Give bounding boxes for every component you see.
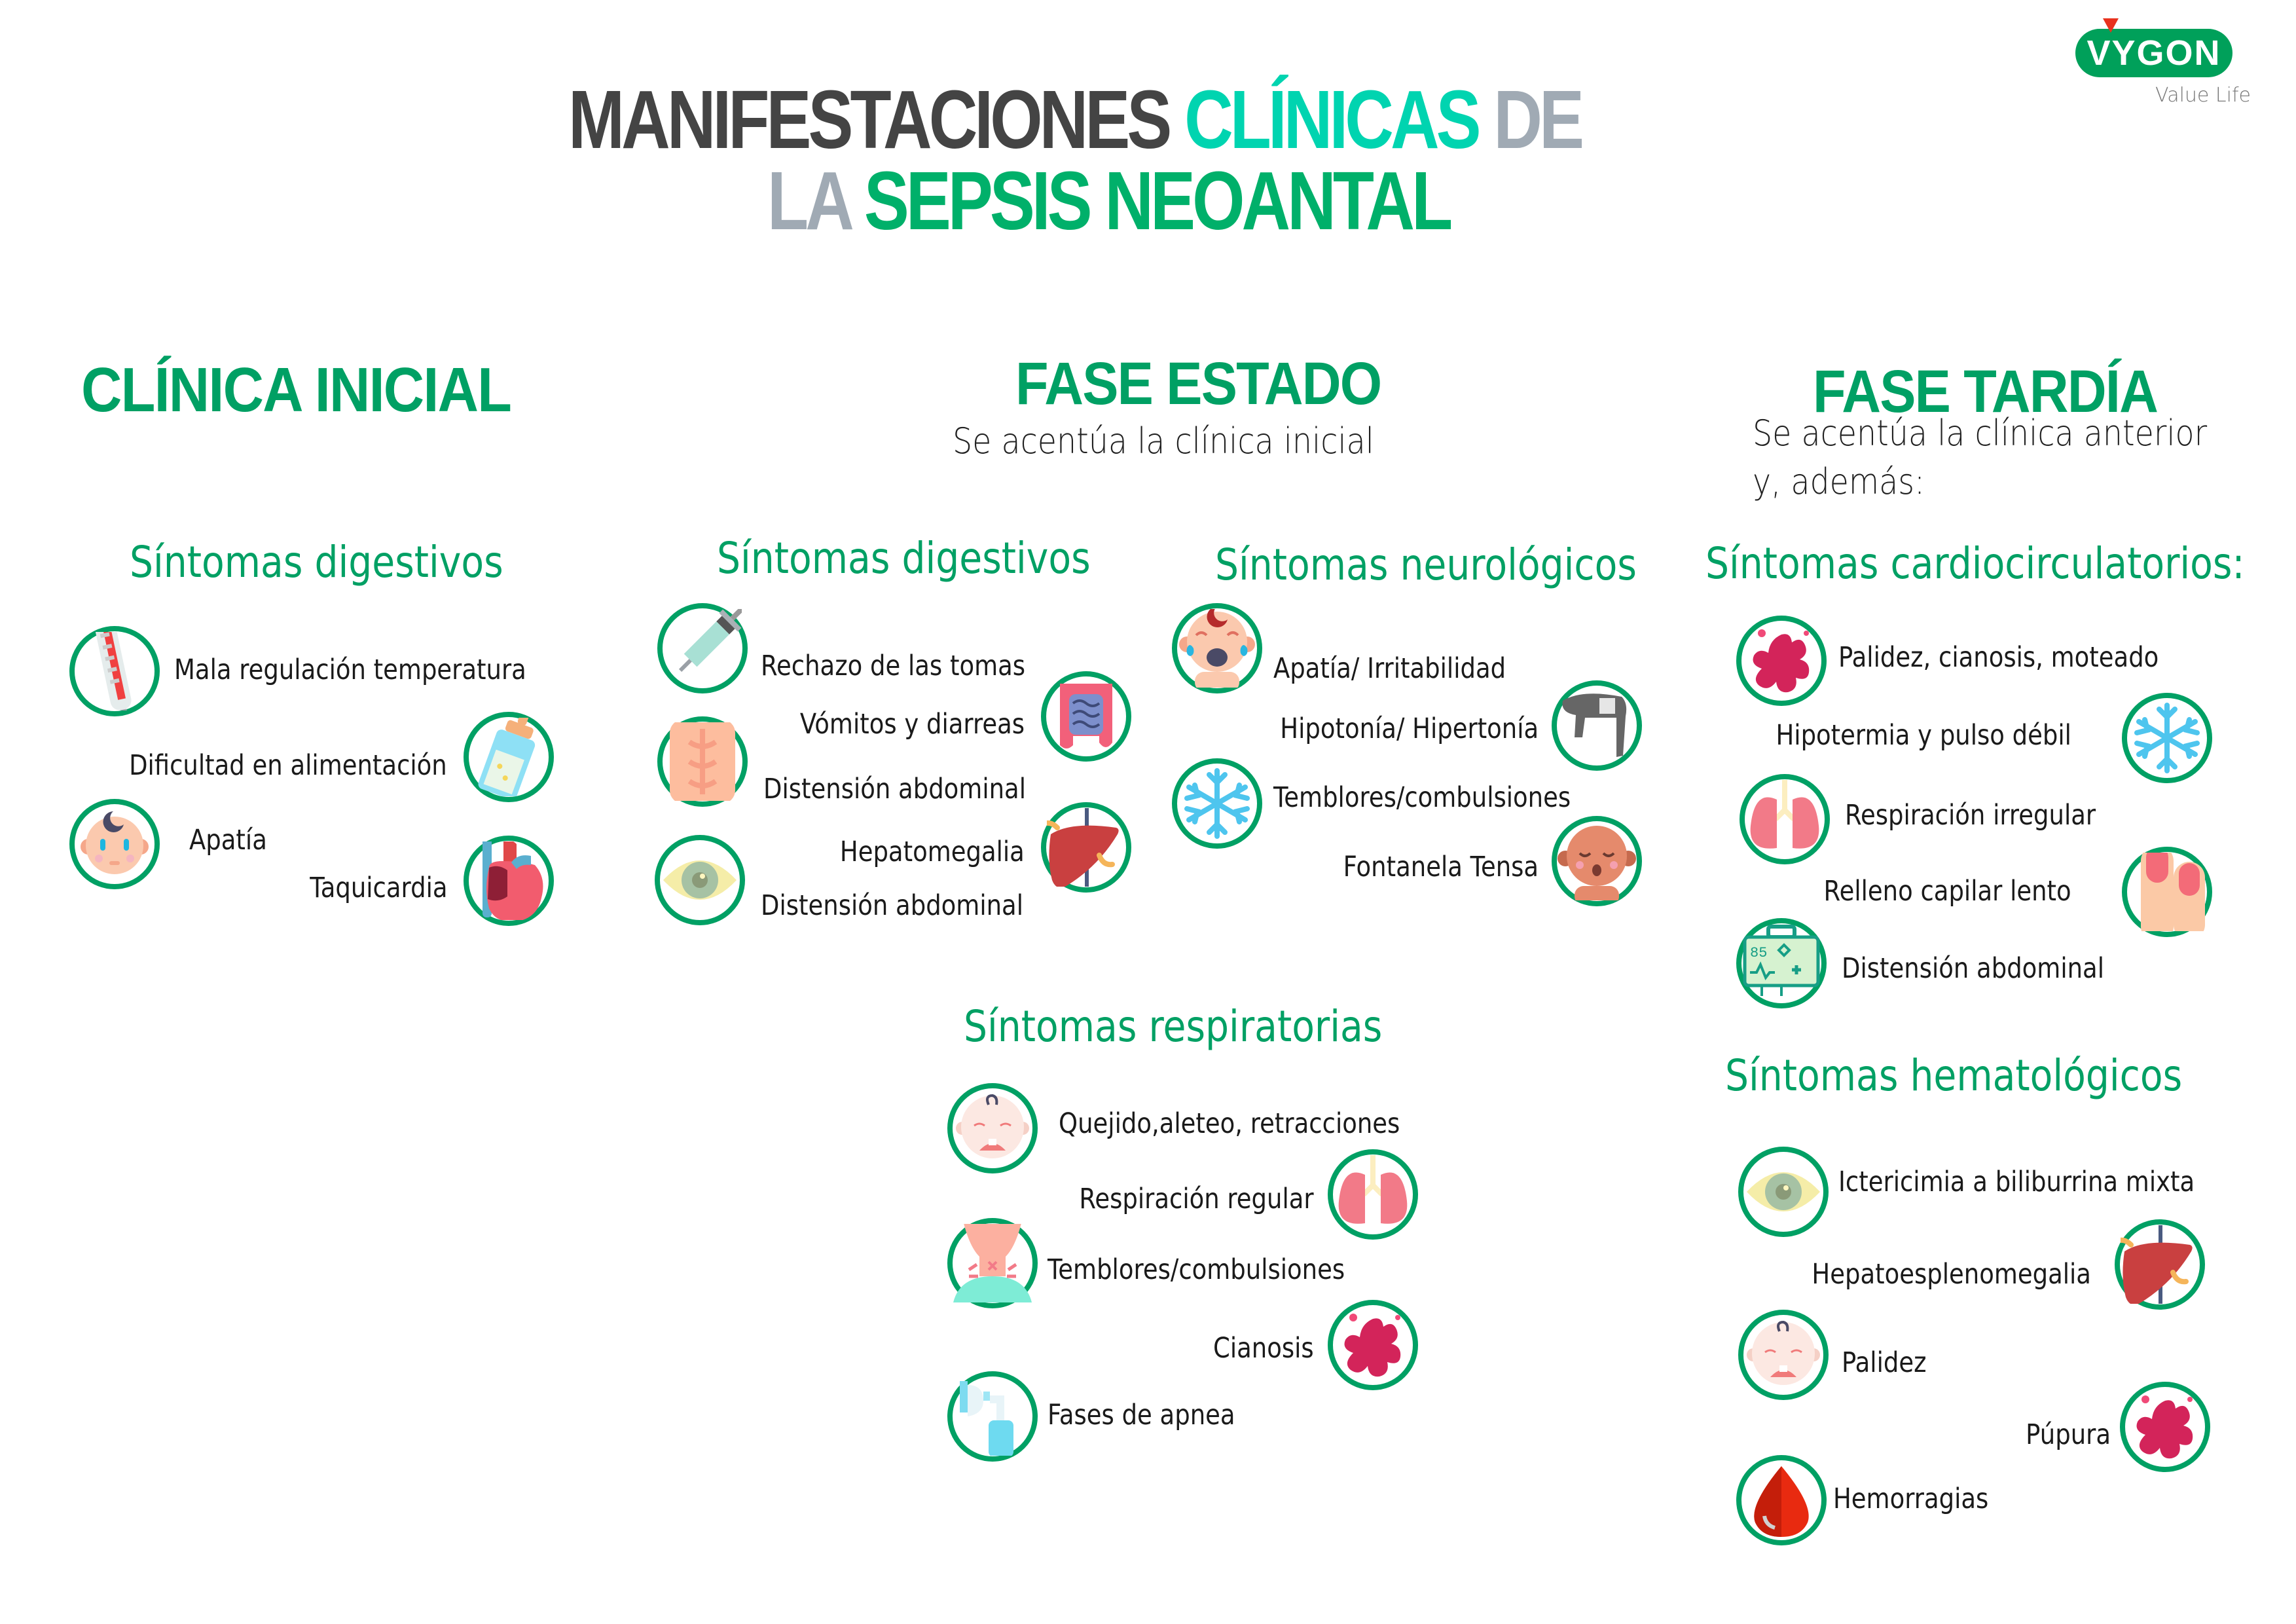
symptom-label: Dificultad en alimentación [129, 749, 447, 782]
phase-title-clinica-inicial: CLÍNICA INICIAL [81, 355, 512, 425]
snowflake-icon [2122, 693, 2212, 783]
title-word-clinicas: CLÍNICAS [1184, 73, 1494, 166]
sleeping-baby-icon [1552, 816, 1642, 906]
sore-throat-icon [947, 1218, 1038, 1308]
title-word-la: LA [767, 155, 864, 247]
section-title-estado-neuro: Síntomas neurológicos [1215, 540, 1637, 590]
section-title-estado-digestive: Síntomas digestivos [717, 533, 1091, 583]
intestine-icon [1041, 671, 1131, 762]
thermometer-icon [69, 626, 160, 716]
symptom-label: Distensión abdominal [1842, 952, 2104, 985]
phase-subtitle2-fase-tardia: y, además: [1753, 461, 1925, 502]
syringe-icon [657, 603, 748, 693]
fingernail-icon [2122, 847, 2212, 937]
phase-title-fase-tardia: FASE TARDÍA [1813, 358, 2159, 425]
splash-stain-icon [1328, 1300, 1418, 1390]
blood-drop-icon [1736, 1455, 1827, 1545]
symptom-label: Púpura [2026, 1418, 2111, 1451]
title-word-sepsis-neoantal: SEPSIS NEOANTAL [864, 155, 1453, 247]
logo-marker-icon [2103, 18, 2119, 33]
symptom-label: Distensión abdominal [761, 889, 1023, 922]
eye-icon [1738, 1147, 1829, 1237]
heart-icon [464, 836, 554, 926]
splash-stain-icon [2120, 1382, 2210, 1472]
symptom-label: Respiración irregular [1845, 799, 2096, 832]
symptom-label: Mala regulación temperatura [174, 654, 526, 686]
phase-title-fase-estado: FASE ESTADO [1015, 350, 1382, 417]
section-title-estado-respiratory: Síntomas respiratorias [964, 1001, 1383, 1052]
snowflake-icon [1172, 758, 1262, 849]
logo-tagline: Value Life [2155, 84, 2251, 107]
crying-baby-icon [1172, 603, 1262, 693]
symptom-label: Hepatomegalia [840, 836, 1025, 868]
page-title-line1: MANIFESTACIONES CLÍNICAS DE [568, 79, 1584, 161]
liver-icon [1041, 802, 1131, 893]
inhaler-icon [947, 1371, 1038, 1462]
lungs-icon [1740, 774, 1830, 864]
monitor-icon [1736, 918, 1827, 1008]
symptom-label: Apatía/ Irritabilidad [1273, 652, 1506, 685]
symptom-label: Ictericimia a biliburrina mixta [1838, 1166, 2195, 1198]
symptom-label: Temblores/combulsiones [1273, 781, 1571, 814]
section-title-tardia-cardio: Síntomas cardiocirculatorios: [1705, 538, 2245, 589]
symptom-label: Hemorragias [1833, 1483, 1989, 1515]
arched-body-icon [1552, 680, 1642, 771]
symptom-label: Hipotermia y pulso débil [1776, 719, 2071, 752]
symptom-label: Relleno capilar lento [1823, 875, 2071, 908]
symptom-label: Palidez, cianosis, moteado [1838, 641, 2159, 674]
section-title-tardia-hemato: Síntomas hematológicos [1725, 1050, 2183, 1101]
symptom-label: Apatía [189, 824, 267, 857]
symptom-label: Distensión abdominal [763, 773, 1026, 805]
title-word-de: DE [1493, 73, 1584, 166]
page-title-line2: LA SEPSIS NEOANTAL [767, 160, 1453, 242]
symptom-label: Respiración regular [1079, 1183, 1314, 1215]
symptom-label: Quejido,aleteo, retracciones [1059, 1107, 1400, 1140]
phase-subtitle-fase-estado: Se acentúa la clínica inicial [953, 420, 1374, 462]
splash-stain-icon [1736, 616, 1827, 706]
baby-face-icon [69, 799, 160, 889]
section-title-initial-digestive: Síntomas digestivos [130, 537, 503, 587]
symptom-label: Cianosis [1213, 1332, 1314, 1365]
lungs-icon [1328, 1149, 1418, 1240]
symptom-label: Vómitos y diarreas [799, 708, 1025, 741]
pale-baby-icon [1738, 1310, 1829, 1400]
title-word-manifestaciones: MANIFESTACIONES [568, 73, 1185, 166]
liver-icon [2115, 1219, 2205, 1310]
crying-baby-icon [947, 1083, 1038, 1173]
symptom-label: Taquicardia [309, 872, 447, 904]
symptom-label: Temblores/combulsiones [1048, 1253, 1345, 1286]
symptom-label: Hepatoesplenomegalia [1812, 1258, 2091, 1291]
symptom-label: Hipotonía/ Hipertonía [1280, 712, 1539, 745]
baby-bottle-icon [464, 712, 554, 802]
symptom-label: Fases de apnea [1048, 1399, 1235, 1431]
symptom-label: Fontanela Tensa [1343, 851, 1539, 883]
vygon-logo: VYGON [2075, 29, 2232, 77]
symptom-label: Palidez [1842, 1346, 1927, 1379]
logo-brand: VYGON [2086, 33, 2221, 73]
symptom-label: Rechazo de las tomas [761, 650, 1026, 682]
eye-icon [655, 835, 745, 925]
phase-subtitle-fase-tardia: Se acentúa la clínica anterior [1753, 413, 2208, 454]
abdomen-icon [657, 716, 748, 807]
